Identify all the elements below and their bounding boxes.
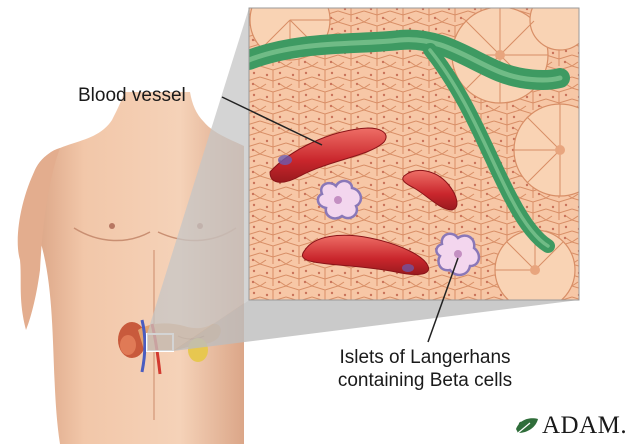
islets-label: Islets of Langerhans containing Beta cel… (300, 346, 550, 392)
leaf-icon (514, 415, 540, 437)
islets-label-line1: Islets of Langerhans (300, 346, 550, 369)
magnified-tissue-panel (249, 0, 606, 310)
blood-vessel-label: Blood vessel (78, 84, 186, 107)
adam-logo: ADAM. (514, 412, 627, 440)
logo-text: ADAM. (542, 412, 627, 440)
islets-label-line2: containing Beta cells (300, 369, 550, 392)
